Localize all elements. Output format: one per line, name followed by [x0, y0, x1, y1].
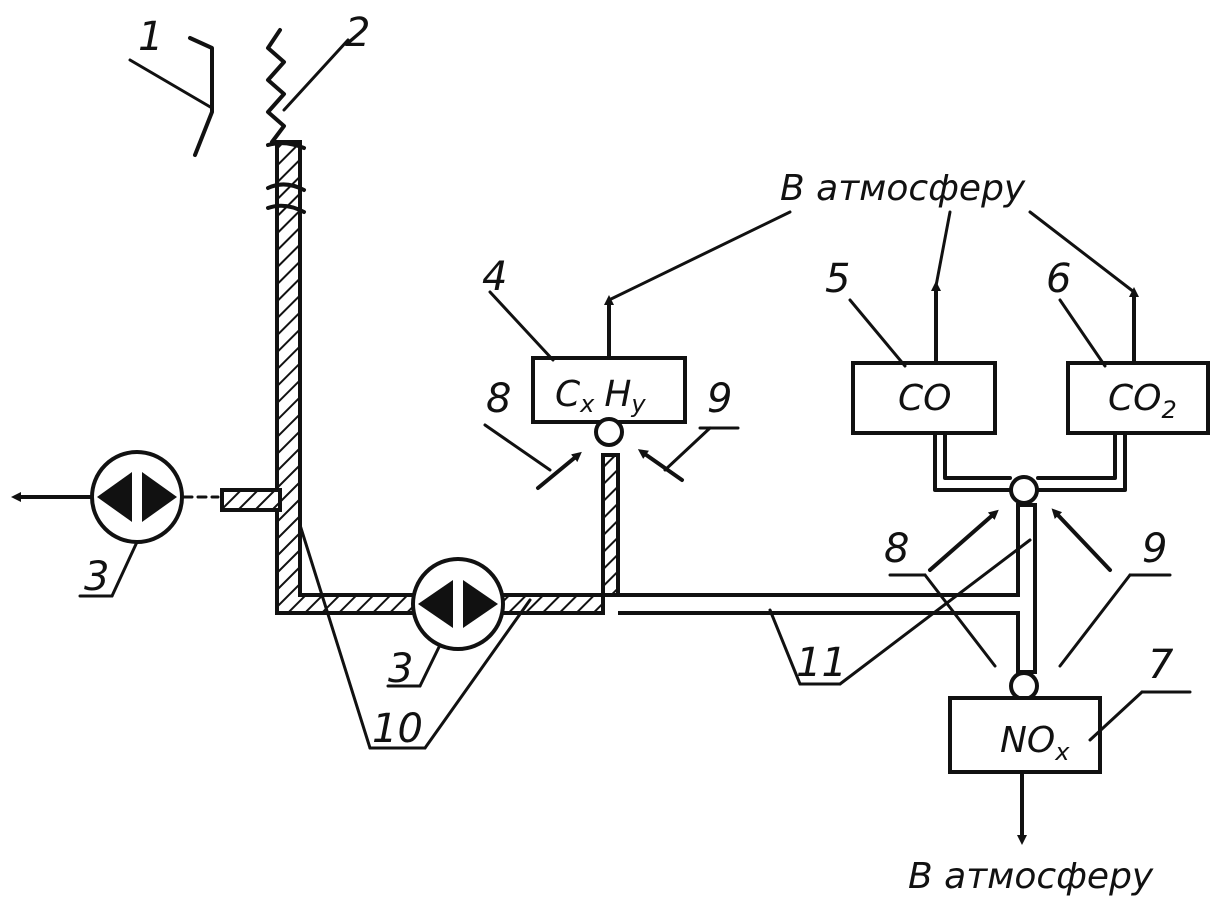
unheated-line: [618, 503, 1037, 674]
leader-1: [128, 58, 214, 110]
bottom-atmosphere-label: В атмосферу: [908, 856, 1154, 897]
nox-formula: NOx: [1000, 720, 1070, 766]
zero-gas-arrow-hc: [536, 451, 582, 490]
leader-7: [1088, 690, 1144, 742]
leader-9a: [663, 426, 712, 472]
leader-11b: [838, 538, 1032, 686]
label-9b: 9: [1142, 526, 1167, 572]
top-atmosphere-label: В атмосферу: [780, 168, 1026, 209]
leader-8a: [483, 423, 552, 472]
leader-3a: [110, 540, 139, 598]
label-2: 2: [345, 10, 370, 56]
leader-9b: [1058, 573, 1132, 668]
span-gas-arrow-hc: [637, 449, 684, 482]
label-1: 1: [138, 14, 163, 60]
pump-main: [411, 557, 505, 651]
sampling-probe-tip: [266, 28, 286, 144]
leader-3b: [418, 643, 442, 688]
line-break-mark: [266, 141, 306, 150]
atm-leader-co: [934, 210, 952, 288]
label-7: 7: [1148, 642, 1174, 688]
span-gas-arrow-co: [1051, 508, 1112, 572]
exhaust-pipe: [188, 36, 214, 157]
leader-5: [848, 298, 907, 368]
leader-2: [282, 38, 350, 112]
atm-leader-co2: [1028, 210, 1136, 294]
atm-leader-hc: [607, 210, 792, 302]
analyzer-co2: [1066, 361, 1210, 435]
hc-mixing-node: [594, 417, 624, 447]
heated-sampling-line: [275, 140, 620, 615]
label-6: 6: [1046, 256, 1071, 302]
analyzer-co: [851, 361, 997, 435]
label-3a: 3: [84, 554, 109, 600]
label-9a: 9: [707, 376, 732, 422]
label-11: 11: [796, 640, 847, 686]
zero-gas-arrow-co: [928, 509, 999, 572]
label-4: 4: [482, 254, 507, 300]
nox-mixing-node: [1009, 671, 1039, 701]
leader-10a: [298, 523, 372, 750]
line-break-mark: [266, 182, 306, 192]
line-break-mark: [266, 203, 306, 214]
bypass-branch: [220, 488, 282, 512]
co-co2-manifold: [933, 431, 1127, 492]
co-mixing-node: [1009, 475, 1039, 505]
pump-left: [90, 450, 184, 544]
leader-10b: [423, 598, 532, 750]
co2-formula: CO2: [1108, 378, 1177, 424]
leader-11: [768, 608, 802, 686]
leader-6: [1058, 298, 1107, 368]
label-3b: 3: [388, 646, 413, 692]
label-5: 5: [825, 256, 850, 302]
label-10: 10: [372, 706, 423, 752]
co-formula: CO: [898, 378, 951, 419]
leader-8b: [923, 573, 997, 668]
analyzer-nox: [948, 696, 1102, 774]
label-8b: 8: [884, 526, 909, 572]
label-8a: 8: [486, 376, 511, 422]
leader-4: [488, 290, 555, 362]
